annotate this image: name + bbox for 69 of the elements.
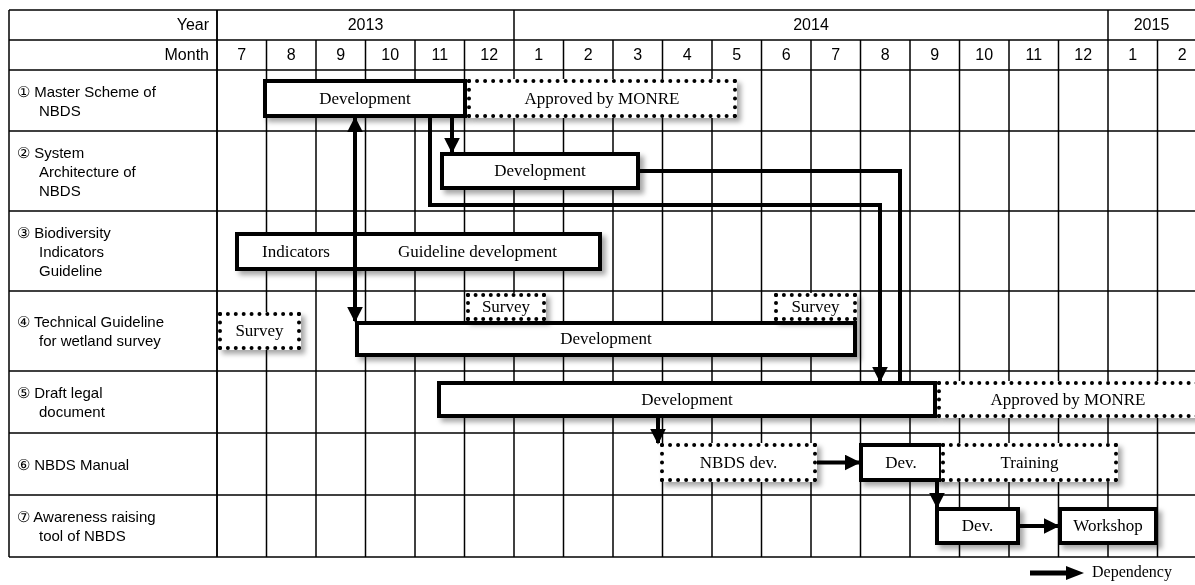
bar-label: Workshop	[1073, 516, 1143, 536]
task-bar	[859, 443, 943, 482]
month-cell-text: 5	[731, 45, 743, 65]
bar-label: Survey	[235, 321, 284, 341]
task-name: ② System Architecture of NBDS	[16, 142, 137, 201]
month-cell-text: 1	[533, 45, 545, 65]
header-cell-text: Month	[163, 45, 210, 65]
task-name: ⑦ Awareness raising tool of NBDS	[16, 507, 157, 546]
task-bar	[935, 507, 1020, 545]
month-cell-text: 9	[929, 45, 941, 65]
bar-label: Survey	[481, 297, 531, 317]
bar-label: Dev.	[885, 452, 917, 473]
year-cell-text: 2015	[1132, 15, 1171, 35]
month-cell-text: 11	[430, 45, 450, 65]
task-name: ⑥ NBDS Manual	[16, 454, 131, 475]
month-cell-text: 6	[780, 45, 792, 65]
month-cell-text: 12	[1073, 45, 1094, 65]
dependency-arrow	[1020, 518, 1060, 534]
task-bar	[263, 79, 467, 118]
bar-label: Dev.	[961, 516, 994, 536]
month-cell-text: 8	[285, 45, 297, 65]
bar-label: Survey	[791, 297, 840, 317]
dependency-arrow	[929, 482, 945, 509]
task-bar	[1058, 507, 1158, 545]
year-cell-text: 2014	[792, 15, 830, 35]
month-cell-text: 2	[582, 45, 594, 65]
bar-label: NBDS dev.	[699, 452, 778, 473]
month-cell-text: 3	[632, 45, 644, 65]
bar-label: Guideline development	[397, 241, 558, 262]
planned-task-bar	[467, 79, 737, 118]
planned-task-bar	[218, 312, 301, 350]
planned-task-bar	[937, 381, 1195, 418]
month-cell-text: 4	[681, 45, 693, 65]
task-name: ① Master Scheme of NBDS	[16, 81, 157, 121]
month-cell-text: 7	[830, 45, 842, 65]
planned-task-bar	[660, 443, 817, 482]
month-cell-text: 8	[879, 45, 891, 65]
planned-task-bar	[774, 293, 857, 321]
dependency-arrow	[650, 418, 666, 445]
task-bar	[437, 381, 937, 418]
bar-label: Approved by MONRE	[990, 389, 1146, 410]
task-name: ④ Technical Guideline for wetland survey	[16, 312, 165, 351]
month-cell-text: 10	[974, 45, 995, 65]
bar-label: Indicators	[262, 241, 330, 262]
planned-task-bar	[941, 443, 1118, 482]
month-cell-text: 7	[236, 45, 248, 65]
month-cell-text: 10	[380, 45, 401, 65]
task-name: ⑤ Draft legal document	[16, 383, 106, 422]
dependency-arrow	[444, 118, 460, 154]
task-bar	[440, 152, 640, 190]
month-cell-text: 12	[479, 45, 500, 65]
bar-label: Training	[1000, 452, 1059, 473]
month-cell-text: 11	[1024, 45, 1044, 65]
dependency-arrow	[817, 454, 861, 471]
bar-label: Development	[560, 329, 652, 349]
bar-label: Approved by MONRE	[524, 88, 680, 109]
header-cell-text: Year	[175, 15, 210, 35]
task-name: ③ Biodiversity Indicators Guideline	[16, 222, 112, 281]
month-cell-text: 1	[1127, 45, 1139, 65]
bar-label: Development	[319, 88, 411, 109]
month-cell-text: 2	[1176, 45, 1188, 65]
dependency-arrow	[428, 118, 888, 383]
bar-label: Development	[494, 161, 586, 181]
planned-task-bar	[466, 293, 546, 321]
month-cell-text: 9	[335, 45, 347, 65]
task-bar	[355, 321, 857, 357]
bar-label: Development	[641, 389, 733, 410]
year-cell-text: 2013	[346, 15, 385, 35]
legend-label: Dependency	[1092, 563, 1172, 581]
